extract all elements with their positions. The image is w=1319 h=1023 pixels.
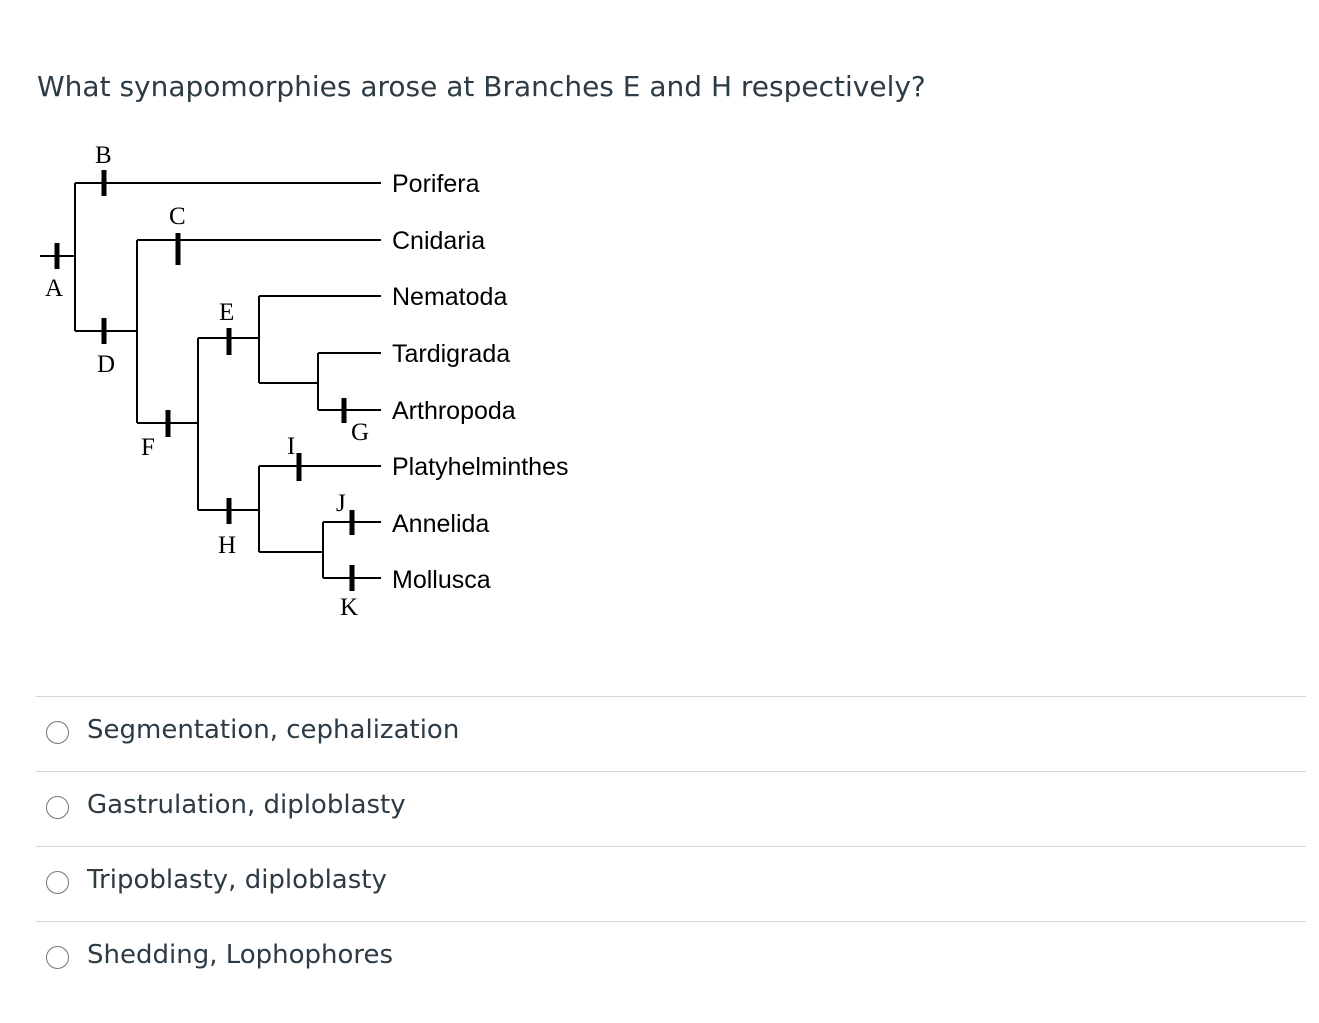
radio-button[interactable] — [46, 796, 69, 819]
taxon-tardigrada: Tardigrada — [392, 340, 510, 368]
branch-label-k: K — [340, 594, 358, 621]
branch-label-b: B — [95, 142, 112, 169]
answer-option-4[interactable]: Shedding, Lophophores — [36, 921, 1306, 996]
branch-label-j: J — [336, 490, 346, 517]
branch-label-a: A — [45, 275, 63, 302]
branch-label-d: D — [97, 351, 115, 378]
branch-label-f: F — [141, 434, 155, 461]
taxon-cnidaria: Cnidaria — [392, 227, 485, 255]
answer-label[interactable]: Shedding, Lophophores — [87, 940, 394, 970]
answer-option-1[interactable]: Segmentation, cephalization — [36, 696, 1306, 771]
branch-label-g: G — [351, 419, 369, 446]
taxon-annelida: Annelida — [392, 510, 489, 538]
radio-button[interactable] — [46, 946, 69, 969]
radio-button[interactable] — [46, 871, 69, 894]
answer-option-2[interactable]: Gastrulation, diploblasty — [36, 771, 1306, 846]
branch-label-e: E — [219, 299, 234, 326]
answer-label[interactable]: Gastrulation, diploblasty — [87, 790, 406, 820]
question-text: What synapomorphies arose at Branches E … — [37, 70, 926, 103]
taxon-platyhelminthes: Platyhelminthes — [392, 453, 568, 481]
taxon-arthropoda: Arthropoda — [392, 397, 516, 425]
answer-list: Segmentation, cephalization Gastrulation… — [36, 696, 1306, 996]
answer-option-3[interactable]: Tripoblasty, diploblasty — [36, 846, 1306, 921]
cladogram: A B C D E F G H I J K Porifera Cnidaria … — [40, 142, 568, 621]
taxon-porifera: Porifera — [392, 170, 480, 198]
taxon-mollusca: Mollusca — [392, 566, 491, 594]
branch-label-c: C — [169, 203, 186, 230]
answer-label[interactable]: Tripoblasty, diploblasty — [87, 865, 387, 895]
taxon-nematoda: Nematoda — [392, 283, 507, 311]
radio-button[interactable] — [46, 721, 69, 744]
answer-label[interactable]: Segmentation, cephalization — [87, 715, 460, 745]
branch-label-h: H — [218, 532, 236, 559]
branch-label-i: I — [287, 433, 295, 460]
